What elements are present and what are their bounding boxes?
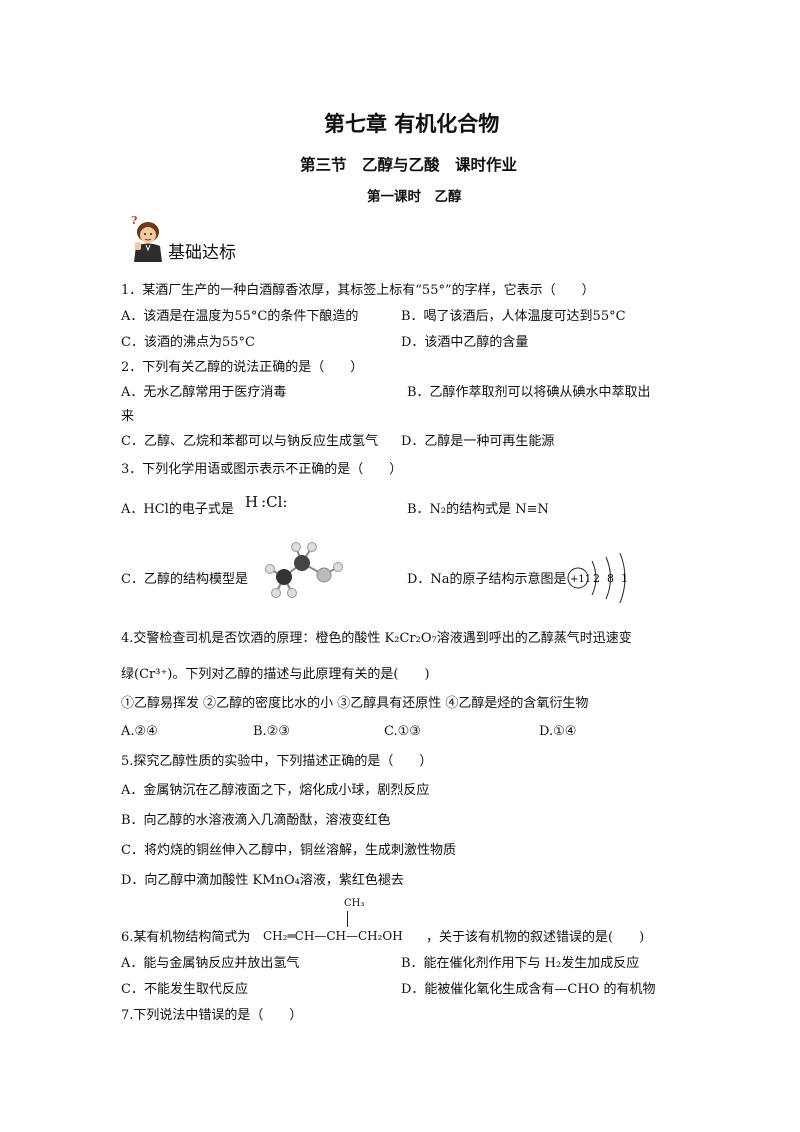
question-6-option-d: D．能被催化氧化生成含有—CHO 的有机物	[401, 982, 656, 997]
section-label: 基础达标	[168, 243, 236, 263]
question-4-option-c: C.①③	[384, 724, 421, 739]
question-4-statements: ①乙醇易挥发 ②乙醇的密度比水的小 ③乙醇具有还原性 ④乙醇是烃的含氧衍生物	[121, 696, 589, 711]
svg-text:?: ?	[131, 214, 137, 227]
question-6-option-c: C．不能发生取代反应	[121, 982, 248, 997]
question-3-option-d: D．Na的原子结构示意图是	[407, 572, 567, 587]
question-4-option-a: A.②④	[121, 724, 158, 739]
question-2-option-b-wrap: 来	[121, 409, 135, 424]
question-5-stem: 5.探究乙醇性质的实验中，下列描述正确的是（ ）	[121, 754, 433, 769]
na-shell-1: 2	[593, 572, 600, 585]
question-4-stem-line2: 绿(Cr³⁺)。下列对乙醇的描述与此原理有关的是( )	[121, 667, 430, 682]
question-4-option-b: B.②③	[253, 724, 290, 739]
question-3-option-b: B．N₂的结构式是 N≡N	[407, 502, 549, 517]
question-4-stem-line1: 4.交警检查司机是否饮酒的原理：橙色的酸性 K₂Cr₂O₇溶液遇到呼出的乙醇蒸气…	[121, 631, 632, 646]
question-2-option-b: B．乙醇作萃取剂可以将碘从碘水中萃取出	[407, 385, 651, 400]
question-5-option-c: C．将灼烧的铜丝伸入乙醇中，铜丝溶解，生成刺激性物质	[121, 843, 456, 858]
question-6-stem-prefix: 6.某有机物结构简式为	[121, 930, 251, 945]
question-4-option-d: D.①④	[539, 724, 577, 739]
question-5-option-a: A．金属钠沉在乙醇液面之下，熔化成小球，剧烈反应	[121, 783, 430, 798]
question-7-stem: 7.下列说法中错误的是（ ）	[121, 1008, 303, 1023]
ethanol-ball-stick-model-icon	[265, 542, 343, 598]
question-1-stem: 1．某酒厂生产的一种白酒醇香浓厚，其标签上标有“55°”的字样，它表示（ ）	[121, 283, 595, 298]
question-6-option-b: B．能在催化剂作用下与 H₂发生加成反应	[401, 956, 640, 971]
na-atomic-structure-diagram: +11 2 8 1	[567, 552, 628, 604]
question-6-option-a: A．能与金属钠反应并放出氢气	[121, 956, 300, 971]
na-shell-2: 8	[607, 572, 614, 585]
hcl-formula-h: H	[245, 493, 259, 511]
question-1-option-d: D．该酒中乙醇的含量	[401, 335, 529, 350]
question-2-option-c: C．乙醇、乙烷和苯都可以与钠反应生成氢气	[121, 434, 378, 449]
question-3-option-a: A．HCl的电子式是	[121, 502, 234, 517]
student-cartoon-icon: ?	[131, 214, 162, 262]
structure-branch-bond	[347, 911, 348, 927]
na-shell-3: 1	[621, 572, 628, 585]
hcl-formula-cl: :Cl:	[261, 493, 288, 511]
question-3-stem: 3．下列化学用语或图示表示不正确的是（ ）	[121, 462, 403, 477]
structure-branch-ch3: CH₃	[344, 898, 365, 909]
question-2-option-a: A．无水乙醇常用于医疗消毒	[121, 385, 287, 400]
lesson-title: 第一课时 乙醇	[367, 189, 462, 205]
question-2-option-d: D．乙醇是一种可再生能源	[401, 434, 555, 449]
section-title: 第三节 乙醇与乙酸 课时作业	[300, 155, 518, 174]
question-2-stem: 2．下列有关乙醇的说法正确的是（ ）	[121, 360, 364, 375]
question-1-option-c: C．该酒的沸点为55°C	[121, 335, 255, 350]
hcl-electron-formula: H:Cl:	[245, 493, 287, 511]
question-5-option-d: D．向乙醇中滴加酸性 KMnO₄溶液，紫红色褪去	[121, 873, 404, 888]
structure-main-chain: CH₂═CH—CH—CH₂OH	[263, 929, 403, 943]
question-3-option-c: C．乙醇的结构模型是	[121, 572, 248, 587]
question-1-option-b: B．喝了该酒后，人体温度可达到55°C	[401, 309, 626, 324]
question-1-option-a: A．该酒是在温度为55°C的条件下酿造的	[121, 309, 359, 324]
question-6-stem-suffix: ，关于该有机物的叙述错误的是( )	[426, 930, 645, 945]
na-nucleus-label: +11	[570, 574, 591, 585]
chapter-title: 第七章 有机化合物	[324, 111, 500, 136]
question-5-option-b: B．向乙醇的水溶液滴入几滴酚酞，溶液变红色	[121, 813, 391, 828]
